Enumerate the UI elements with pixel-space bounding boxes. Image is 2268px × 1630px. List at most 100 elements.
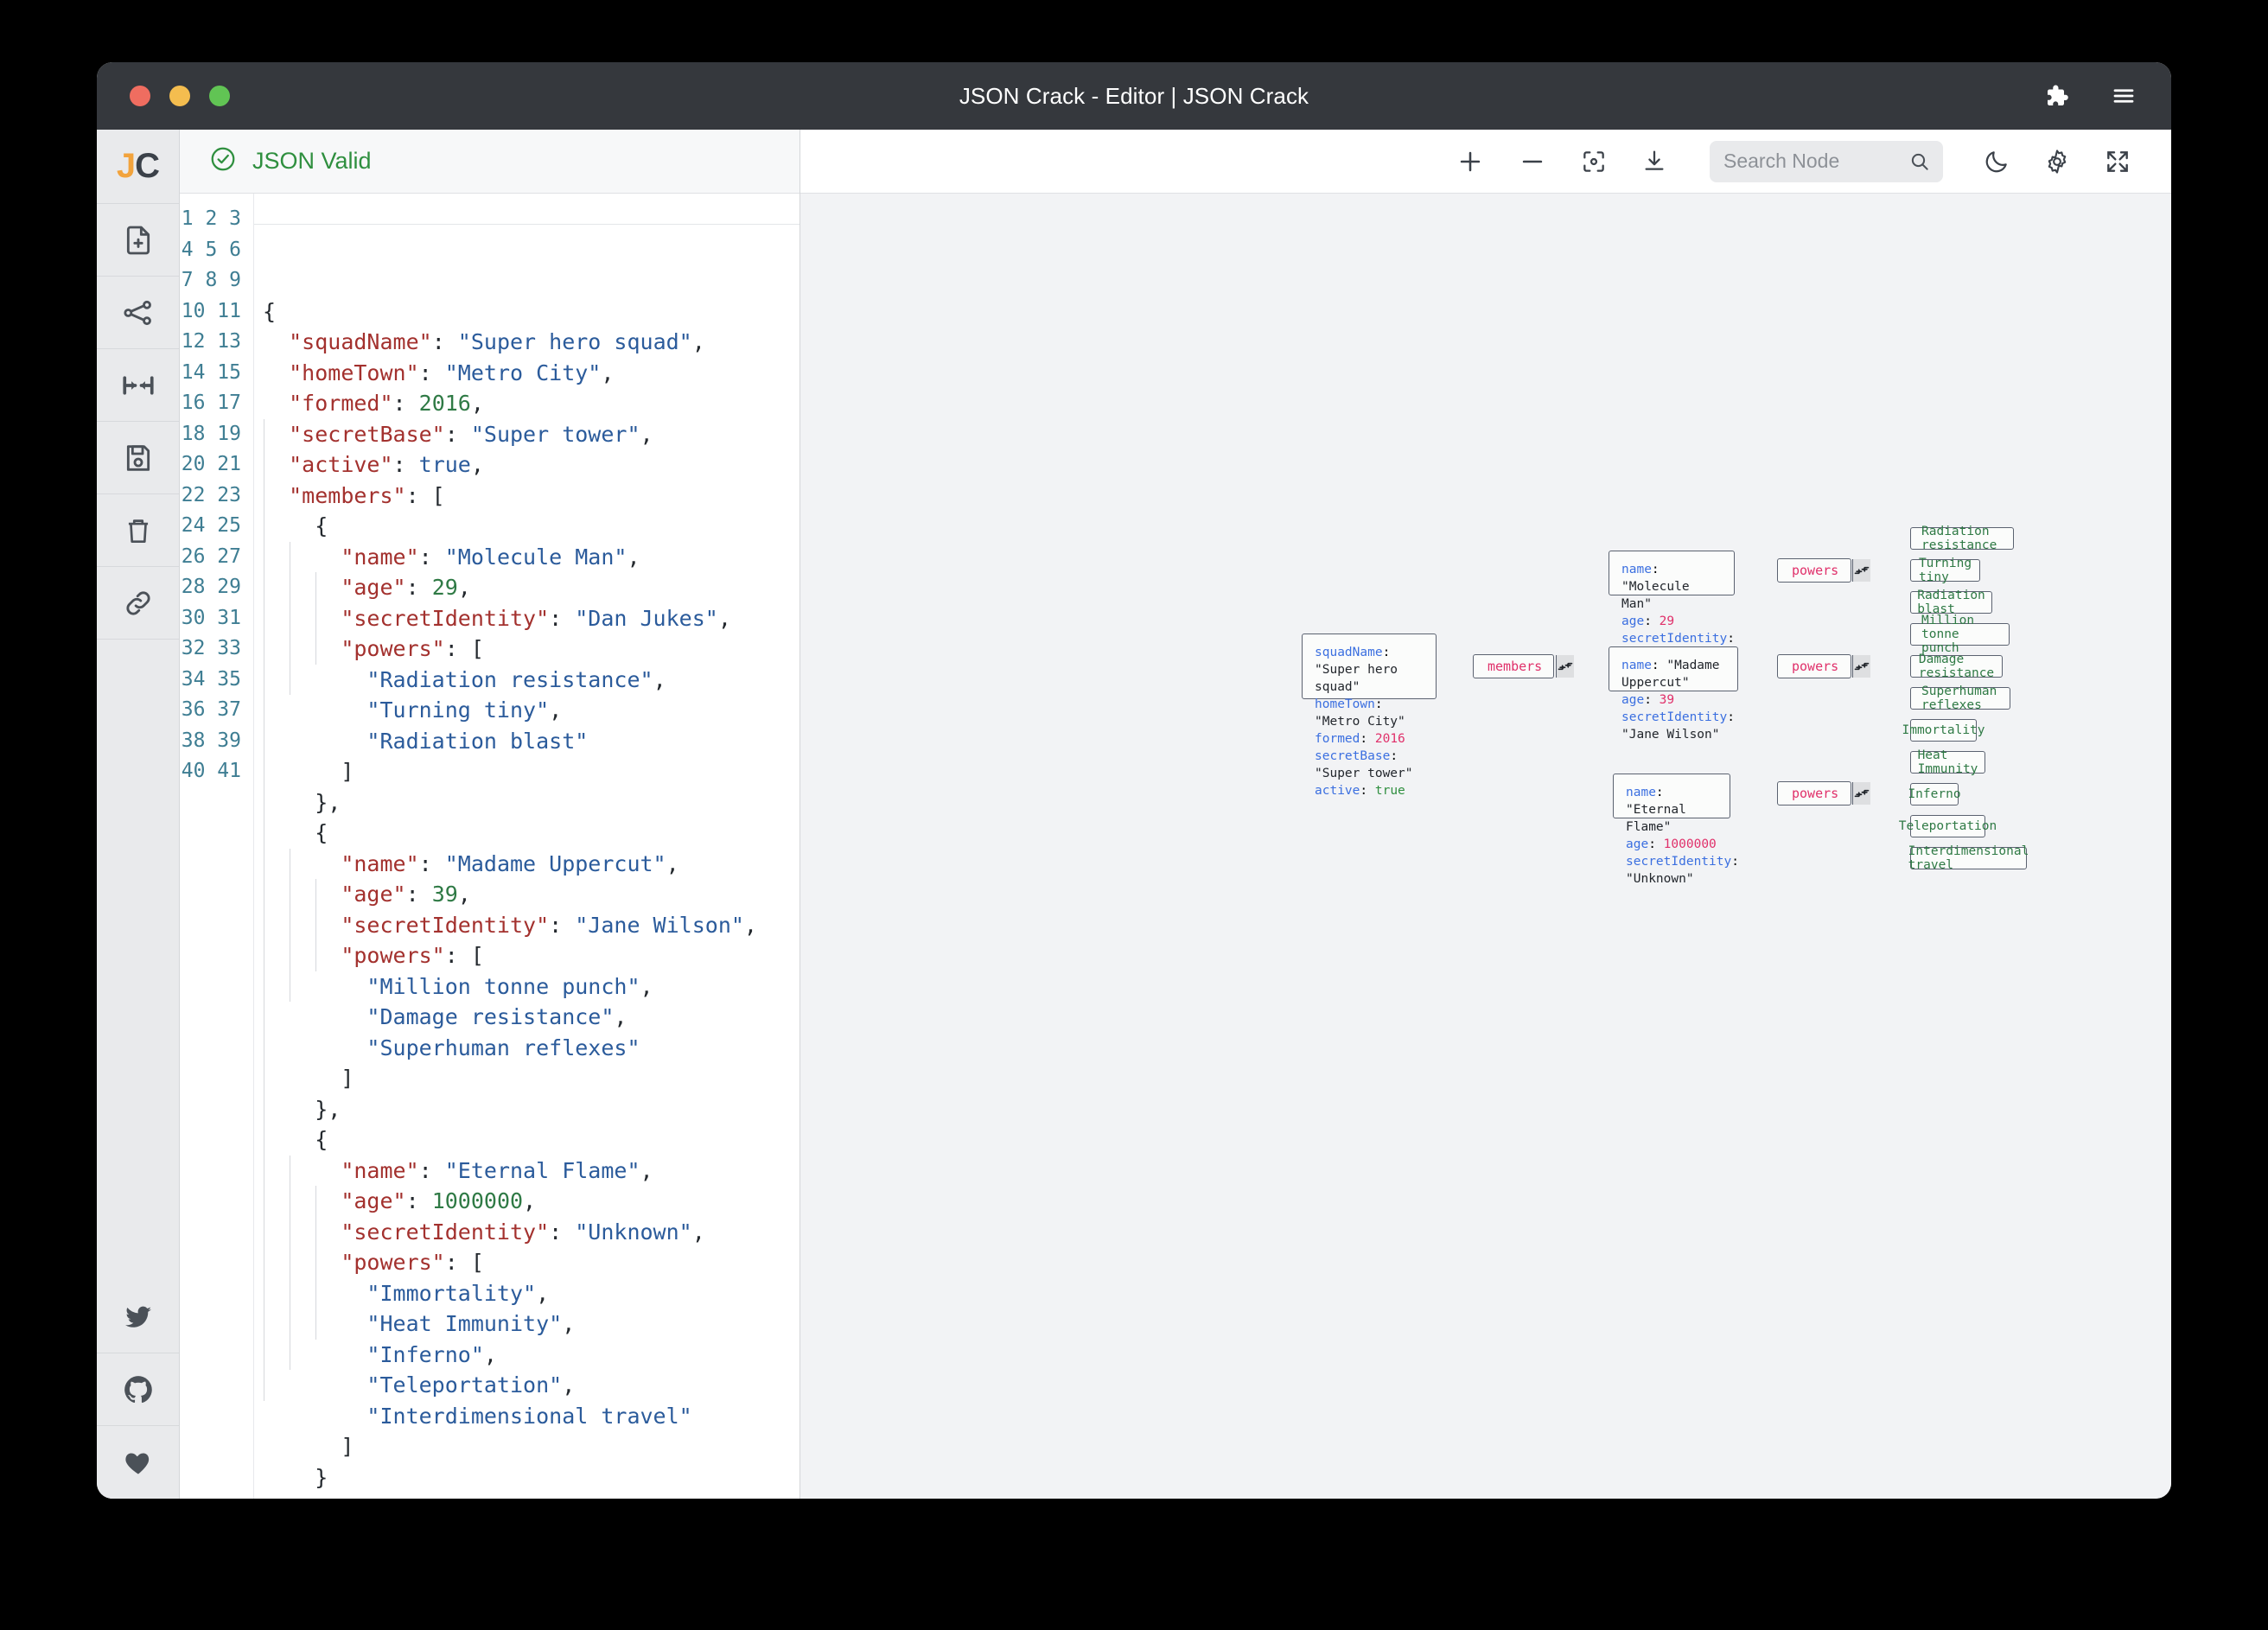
code-line: "Radiation blast": [366, 728, 589, 754]
sidebar-item-github[interactable]: [97, 1353, 179, 1426]
indent-guide: [315, 1186, 317, 1340]
graph-node-field: secretIdentity: "Unknown": [1626, 855, 1739, 886]
moon-icon[interactable]: [1983, 148, 2010, 175]
code-line: "name": "Eternal Flame",: [341, 1157, 653, 1183]
sidebar-item-twitter[interactable]: [97, 1281, 179, 1353]
expand-fullscreen-icon[interactable]: [2104, 148, 2131, 175]
graph-node-object[interactable]: squadName: "Super hero squad"homeTown: "…: [1302, 634, 1437, 798]
code-line: "powers": [: [341, 1250, 484, 1275]
graph-pane: squadName: "Super hero squad"homeTown: "…: [800, 130, 2171, 1499]
check-circle-icon: [209, 145, 237, 177]
code-line: {: [315, 820, 328, 845]
graph-toolbar: [800, 130, 2171, 194]
collapse-arrows-icon[interactable]: [1852, 782, 1871, 805]
code-line: "powers": [: [341, 943, 484, 968]
minus-icon[interactable]: [1518, 147, 1547, 176]
graph-node-field: formed: 2016: [1315, 732, 1405, 746]
code-line: "age": 39,: [341, 882, 471, 907]
graph-node-parent[interactable]: powers: [1777, 654, 1871, 678]
jsoncrack-logo[interactable]: JC: [97, 130, 179, 204]
sidebar-item-clear[interactable]: [97, 494, 179, 567]
hamburger-menu-icon[interactable]: [2111, 83, 2137, 109]
graph-node-label: powers: [1792, 786, 1839, 801]
sidebar-item-save[interactable]: [97, 422, 179, 494]
code-line: "Interdimensional travel": [366, 1403, 692, 1429]
graph-node-field: active: true: [1315, 784, 1405, 798]
graph-node-leaf[interactable]: Radiation resistance: [1910, 525, 2014, 552]
maximize-button[interactable]: [209, 86, 230, 106]
graph-canvas[interactable]: squadName: "Super hero squad"homeTown: "…: [800, 194, 2171, 1499]
graph-node-leaf[interactable]: Superhuman reflexes: [1910, 684, 2010, 712]
close-button[interactable]: [130, 86, 150, 106]
graph-node-leaf[interactable]: Million tonne punch: [1910, 614, 2010, 655]
window-title: JSON Crack - Editor | JSON Crack: [959, 82, 1309, 109]
graph-node-parent[interactable]: members: [1473, 654, 1575, 678]
graph-node-parent[interactable]: powers: [1777, 558, 1871, 583]
graph-node-leaf[interactable]: Immortality: [1902, 719, 1985, 742]
graph-edges: [800, 194, 1060, 323]
graph-node-field: name: "Madame Uppercut": [1621, 659, 1720, 690]
code-line: },: [315, 789, 341, 815]
graph-node-leaf[interactable]: Turning tiny: [1910, 557, 1980, 584]
code-editor[interactable]: 1 2 3 4 5 6 7 8 9 10 11 12 13 14 15 16 1…: [180, 194, 800, 1499]
sidebar-spacer: [97, 640, 179, 1281]
save-disk-icon: [121, 441, 156, 475]
collapse-arrows-icon[interactable]: [1852, 559, 1871, 582]
code-line: "secretIdentity": "Unknown",: [341, 1219, 705, 1245]
magnifier-icon[interactable]: [1908, 150, 1931, 173]
graph-node-field: squadName: "Super hero squad": [1315, 646, 1398, 694]
code-line: "squadName": "Super hero squad",: [289, 329, 705, 354]
graph-node-parent[interactable]: powers: [1777, 781, 1871, 805]
minimize-button[interactable]: [169, 86, 190, 106]
graph-node-leaf[interactable]: Heat Immunity: [1910, 748, 1985, 776]
code-line: "Turning tiny",: [366, 697, 563, 723]
sidebar-item-toggle-layout[interactable]: [97, 349, 179, 422]
graph-node-leaf[interactable]: Radiation blast: [1910, 589, 1992, 616]
sidebar-item-support[interactable]: [97, 1426, 179, 1499]
code-line: "active": true,: [289, 452, 484, 477]
link-icon: [122, 587, 155, 620]
left-sidebar: JC: [97, 130, 180, 1499]
line-number-gutter: 1 2 3 4 5 6 7 8 9 10 11 12 13 14 15 16 1…: [180, 194, 254, 1499]
code-line: ]: [341, 1066, 354, 1091]
code-line: "secretBase": "Super tower",: [289, 421, 653, 447]
search-node-container[interactable]: [1710, 140, 1943, 182]
twitter-icon: [123, 1302, 154, 1333]
graph-node-field: age: 29: [1621, 614, 1675, 628]
code-line: "Damage resistance",: [366, 1004, 628, 1029]
indent-guide: [315, 572, 317, 665]
plus-icon[interactable]: [1456, 147, 1485, 176]
gear-icon[interactable]: [2043, 148, 2071, 175]
graph-node-leaf[interactable]: Damage resistance: [1910, 653, 2003, 680]
code-line: ]: [341, 1434, 354, 1459]
code-line: {: [315, 513, 328, 538]
code-line: "Teleportation",: [366, 1372, 576, 1398]
puzzle-piece-icon[interactable]: [2043, 83, 2069, 109]
graph-node-field: name: "Molecule Man": [1621, 563, 1690, 611]
code-line: "name": "Madame Uppercut",: [341, 850, 679, 876]
collapse-arrows-icon[interactable]: [1852, 655, 1871, 678]
focus-center-icon[interactable]: [1580, 148, 1608, 175]
graph-node-leaf[interactable]: Inferno: [1908, 783, 1961, 805]
download-icon[interactable]: [1640, 148, 1668, 175]
code-line: ]: [341, 759, 354, 784]
code-content[interactable]: { "squadName": "Super hero squad", "home…: [254, 194, 800, 1499]
code-line: "members": [: [289, 482, 445, 508]
code-line: "Million tonne punch",: [366, 973, 653, 999]
indent-guide: [315, 879, 317, 971]
sidebar-item-share[interactable]: [97, 277, 179, 349]
code-line: },: [315, 1096, 341, 1122]
sidebar-item-link[interactable]: [97, 567, 179, 640]
graph-node-leaf[interactable]: Teleportation: [1899, 815, 1997, 837]
collapse-arrows-icon[interactable]: [1556, 655, 1575, 678]
search-input[interactable]: [1723, 150, 1902, 173]
collapse-horizontal-icon: [120, 367, 156, 404]
code-line: "Heat Immunity",: [366, 1311, 576, 1336]
sidebar-item-new-document[interactable]: [97, 204, 179, 277]
app-window: JSON Crack - Editor | JSON Crack JC: [97, 62, 2171, 1499]
graph-node-leaf[interactable]: Interdimensional travel: [1908, 844, 2029, 872]
code-line: {: [315, 1127, 328, 1152]
